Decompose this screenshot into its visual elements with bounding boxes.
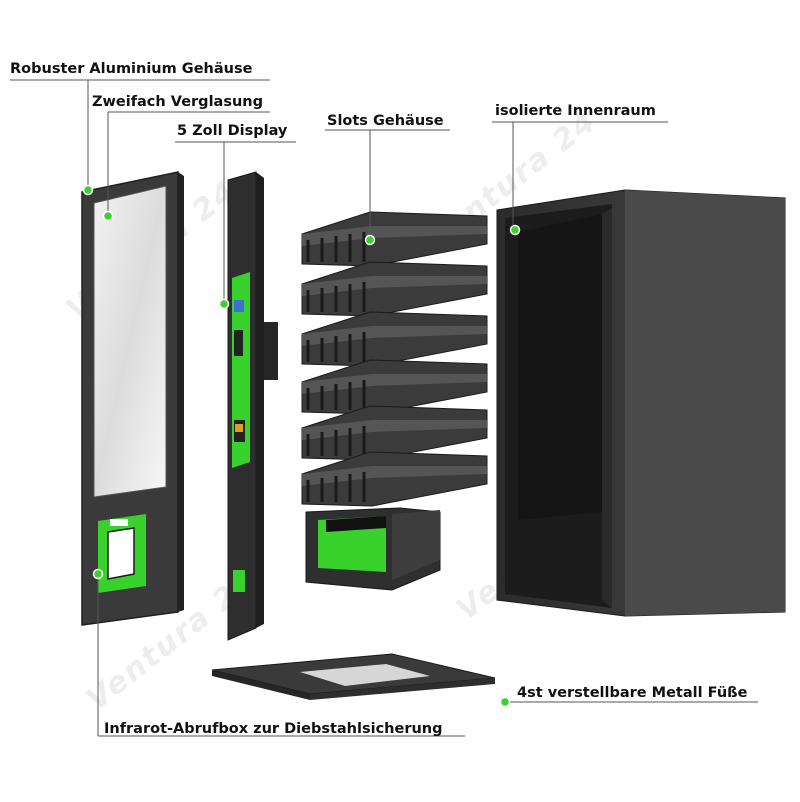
slot-tray (301, 405, 488, 461)
callout-dot (364, 234, 376, 246)
label-housing: Robuster Aluminium Gehäuse (10, 61, 253, 77)
callout-dot (92, 568, 104, 580)
label-feet: 4st verstellbare Metall Füße (517, 685, 748, 701)
slot-trays (301, 211, 488, 507)
callout-dot (218, 298, 230, 310)
callout-dot (509, 224, 521, 236)
front-door (81, 171, 184, 626)
cabinet (496, 189, 786, 617)
slot-tray (301, 451, 488, 507)
label-interior: isolierte Innenraum (495, 103, 656, 119)
label-slots: Slots Gehäuse (327, 113, 444, 129)
callout-dot (102, 210, 114, 222)
side-panel (227, 171, 278, 641)
label-infrared: Infrarot-Abrufbox zur Diebstahlsicherung (104, 721, 443, 737)
retrieval-box (305, 507, 441, 591)
callout-dot (499, 696, 511, 708)
callout-dot (82, 184, 94, 196)
callout-markers (82, 184, 521, 708)
slot-tray (301, 311, 488, 367)
base-frame (211, 653, 496, 700)
label-display: 5 Zoll Display (177, 123, 288, 139)
leader-lines (10, 79, 758, 737)
slot-tray (301, 359, 488, 415)
label-glazing: Zweifach Verglasung (92, 94, 263, 110)
slot-tray (301, 261, 488, 317)
slot-tray (301, 211, 488, 267)
